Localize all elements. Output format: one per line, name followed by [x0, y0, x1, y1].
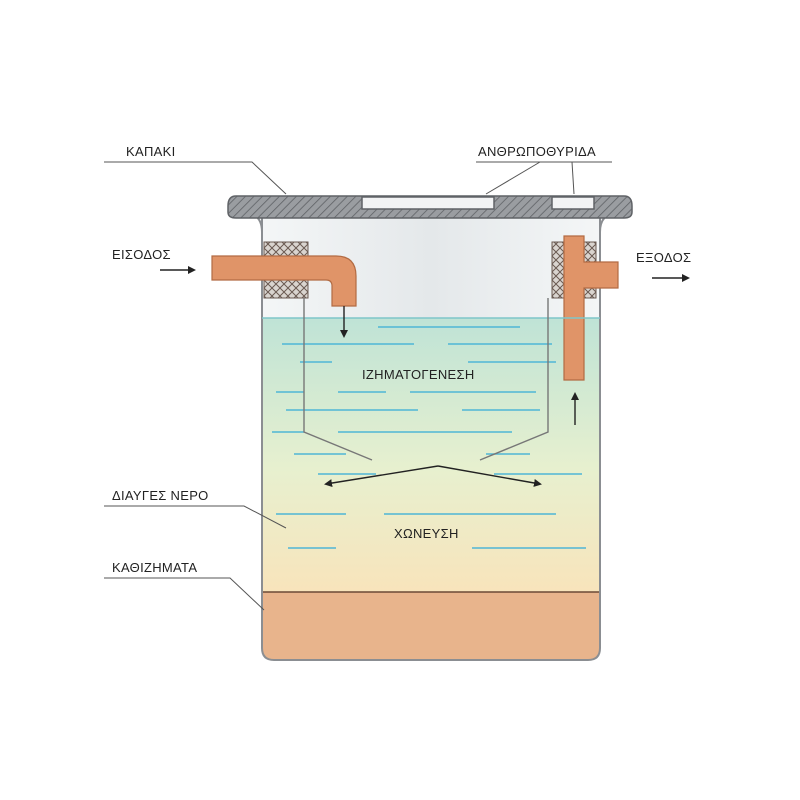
tank-sediment-layer: [262, 592, 600, 660]
flow-arrows: [160, 266, 690, 487]
label-sediments: ΚΑΘΙΖΗΜΑΤΑ: [112, 560, 197, 575]
manhole-cover-small: [551, 196, 595, 210]
label-manhole: ΑΝΘΡΩΠΟΘΥΡΙΔΑ: [478, 144, 596, 159]
label-sedimentation: ΙΖΗΜΑΤΟΓΕΝΕΣΗ: [362, 367, 475, 382]
label-lid: ΚΑΠΑΚΙ: [126, 144, 175, 159]
lid: [227, 195, 633, 219]
tank-wall: [261, 215, 601, 661]
tank-water: [262, 318, 600, 592]
label-outlet: ΕΞΟΔΟΣ: [636, 250, 691, 265]
label-clear-water: ΔΙΑΥΓΕΣ ΝΕΡΟ: [112, 488, 209, 503]
label-leaders: [104, 161, 612, 611]
outlet-pipe: [563, 235, 619, 381]
manhole-cover-large: [361, 196, 495, 210]
label-inlet: ΕΙΣΟΔΟΣ: [112, 247, 171, 262]
flow-split-arrows: [324, 465, 439, 487]
internal-baffles: [303, 298, 549, 461]
label-digestion: ΧΩΝΕΥΣΗ: [394, 526, 459, 541]
inlet-pipe: [211, 255, 357, 307]
